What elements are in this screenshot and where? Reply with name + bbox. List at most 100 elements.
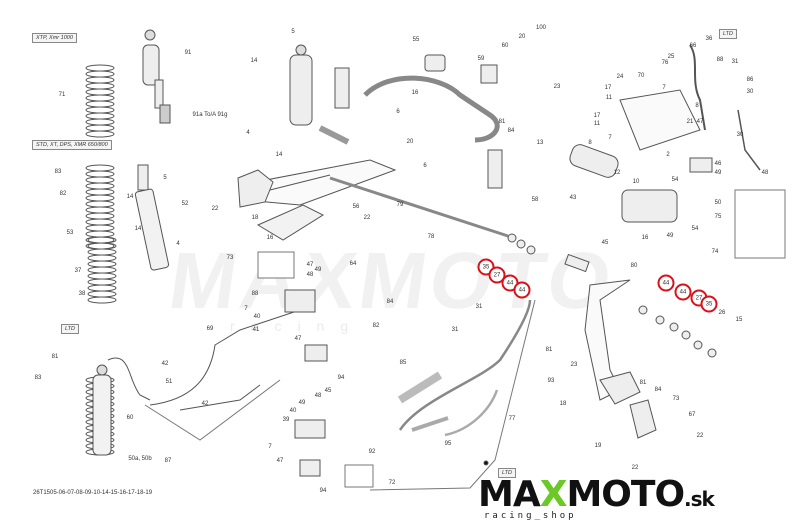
callout-label: 14 (134, 226, 142, 232)
callout-label: 31 (475, 304, 483, 310)
spring-coil (87, 242, 117, 250)
spring-coil (85, 76, 115, 84)
logo-part3: MOTO (566, 474, 685, 515)
callout-label: 43 (569, 195, 577, 201)
callout-label: 20 (518, 34, 526, 40)
callout-label: 100 (535, 25, 547, 31)
spring-coil (85, 212, 115, 220)
callout-label: 93 (547, 378, 555, 384)
callout-label: 18 (251, 215, 259, 221)
callout-label: 40 (289, 408, 297, 414)
inset-74 (734, 189, 786, 259)
callout-label: 50a, 50b (128, 456, 152, 462)
callout-label: 74 (711, 249, 719, 255)
callout-label: 81 (545, 347, 553, 353)
callout-label: 64 (349, 261, 357, 267)
callout-label: 88 (716, 57, 724, 63)
callout-label: 88 (251, 291, 259, 297)
spring-coil (85, 200, 115, 208)
callout-label: 16 (266, 235, 274, 241)
callout-label: 66 (689, 43, 697, 49)
callout-label: 7 (268, 444, 272, 450)
callout-label: 41 (252, 327, 260, 333)
callout-label: 55 (412, 37, 420, 43)
callout-label: 86 (746, 77, 754, 83)
callout-label: 59 (477, 56, 485, 62)
callout-label: 14 (250, 58, 258, 64)
callout-label: 23 (553, 84, 561, 90)
callout-label: 80 (630, 263, 638, 269)
callout-label: 95 (444, 441, 452, 447)
highlighted-callout: 27 (488, 266, 506, 284)
logo-suffix: .sk (684, 487, 715, 511)
callout-label: 48 (314, 393, 322, 399)
shock-absorber-91 (142, 29, 171, 124)
spring-coil (87, 272, 117, 280)
callout-label: 24 (616, 74, 624, 80)
callout-label: 83 (54, 169, 62, 175)
spring-coil (85, 176, 115, 184)
callout-label: 76 (661, 60, 669, 66)
logo-tagline: racing_shop (484, 511, 577, 521)
callout-label: 22 (631, 465, 639, 471)
callout-label: 25 (667, 54, 675, 60)
callout-label: 47 (294, 336, 302, 342)
callout-label: 4 (176, 241, 180, 247)
callout-label: 47 (696, 119, 704, 125)
callout-label: 12 (613, 170, 621, 176)
callout-label: 60 (501, 43, 509, 49)
callout-label: 37 (74, 268, 82, 274)
callout-label: 75 (714, 214, 722, 220)
callout-label: 73 (672, 396, 680, 402)
callout-label: 7 (608, 135, 612, 141)
callout-label: 94 (337, 375, 345, 381)
callout-label: 81 (639, 380, 647, 386)
callout-label: 5 (163, 175, 167, 181)
callout-label: 11 (605, 95, 613, 101)
spring-coil (87, 260, 117, 268)
mounting-plate (619, 89, 701, 151)
callout-label: 79 (396, 202, 404, 208)
callout-label: 7 (244, 306, 248, 312)
spring-coil (85, 206, 115, 214)
stabilizer-bar-55 (363, 75, 500, 143)
steering-knuckle-left (237, 169, 274, 208)
callout-label: 6 (396, 109, 400, 115)
variant-label-std: STD, XT, DPS, XMR 650/800 (32, 140, 112, 150)
diagram-code: 26T1505-06-07-08-09-10-14-15-16-17-18-19 (33, 490, 153, 496)
callout-label: 22 (363, 215, 371, 221)
ltd-shock-60 (92, 357, 151, 456)
callout-label: 15 (735, 317, 743, 323)
front-shock-assembly (289, 44, 313, 126)
skid-plate-56 (256, 204, 325, 241)
callout-label: 30 (746, 89, 754, 95)
callout-label: 16 (641, 235, 649, 241)
spring-coil (85, 182, 115, 190)
hose-85 (397, 371, 443, 404)
callout-label: 10 (632, 179, 640, 185)
callout-label: 70 (637, 73, 645, 79)
callout-label: 42 (201, 401, 209, 407)
logo-x: X (539, 474, 568, 515)
callout-label: 84 (507, 128, 515, 134)
callout-label: 94 (319, 488, 327, 494)
callout-label: 85 (399, 360, 407, 366)
spring-coil (85, 82, 115, 90)
callout-label: 21 (686, 119, 694, 125)
spring-coil (87, 236, 117, 244)
callout-label: 87 (164, 458, 172, 464)
callout-label: 81 (498, 119, 506, 125)
callout-label: 45 (324, 388, 332, 394)
callout-label: 31 (731, 59, 739, 65)
callout-label: 11 (593, 121, 601, 127)
callout-label: 82 (372, 323, 380, 329)
spring-coil (85, 188, 115, 196)
brake-line-93 (398, 299, 532, 431)
spring-coil (85, 170, 115, 178)
callout-label: 8 (695, 103, 699, 109)
variant-label-ltd-left: LTD (61, 324, 79, 334)
callout-label: 91a To/A 91g (192, 112, 228, 118)
callout-label: 47 (276, 458, 284, 464)
shaft-78 (329, 176, 509, 238)
logo-part1: MA (478, 474, 541, 515)
